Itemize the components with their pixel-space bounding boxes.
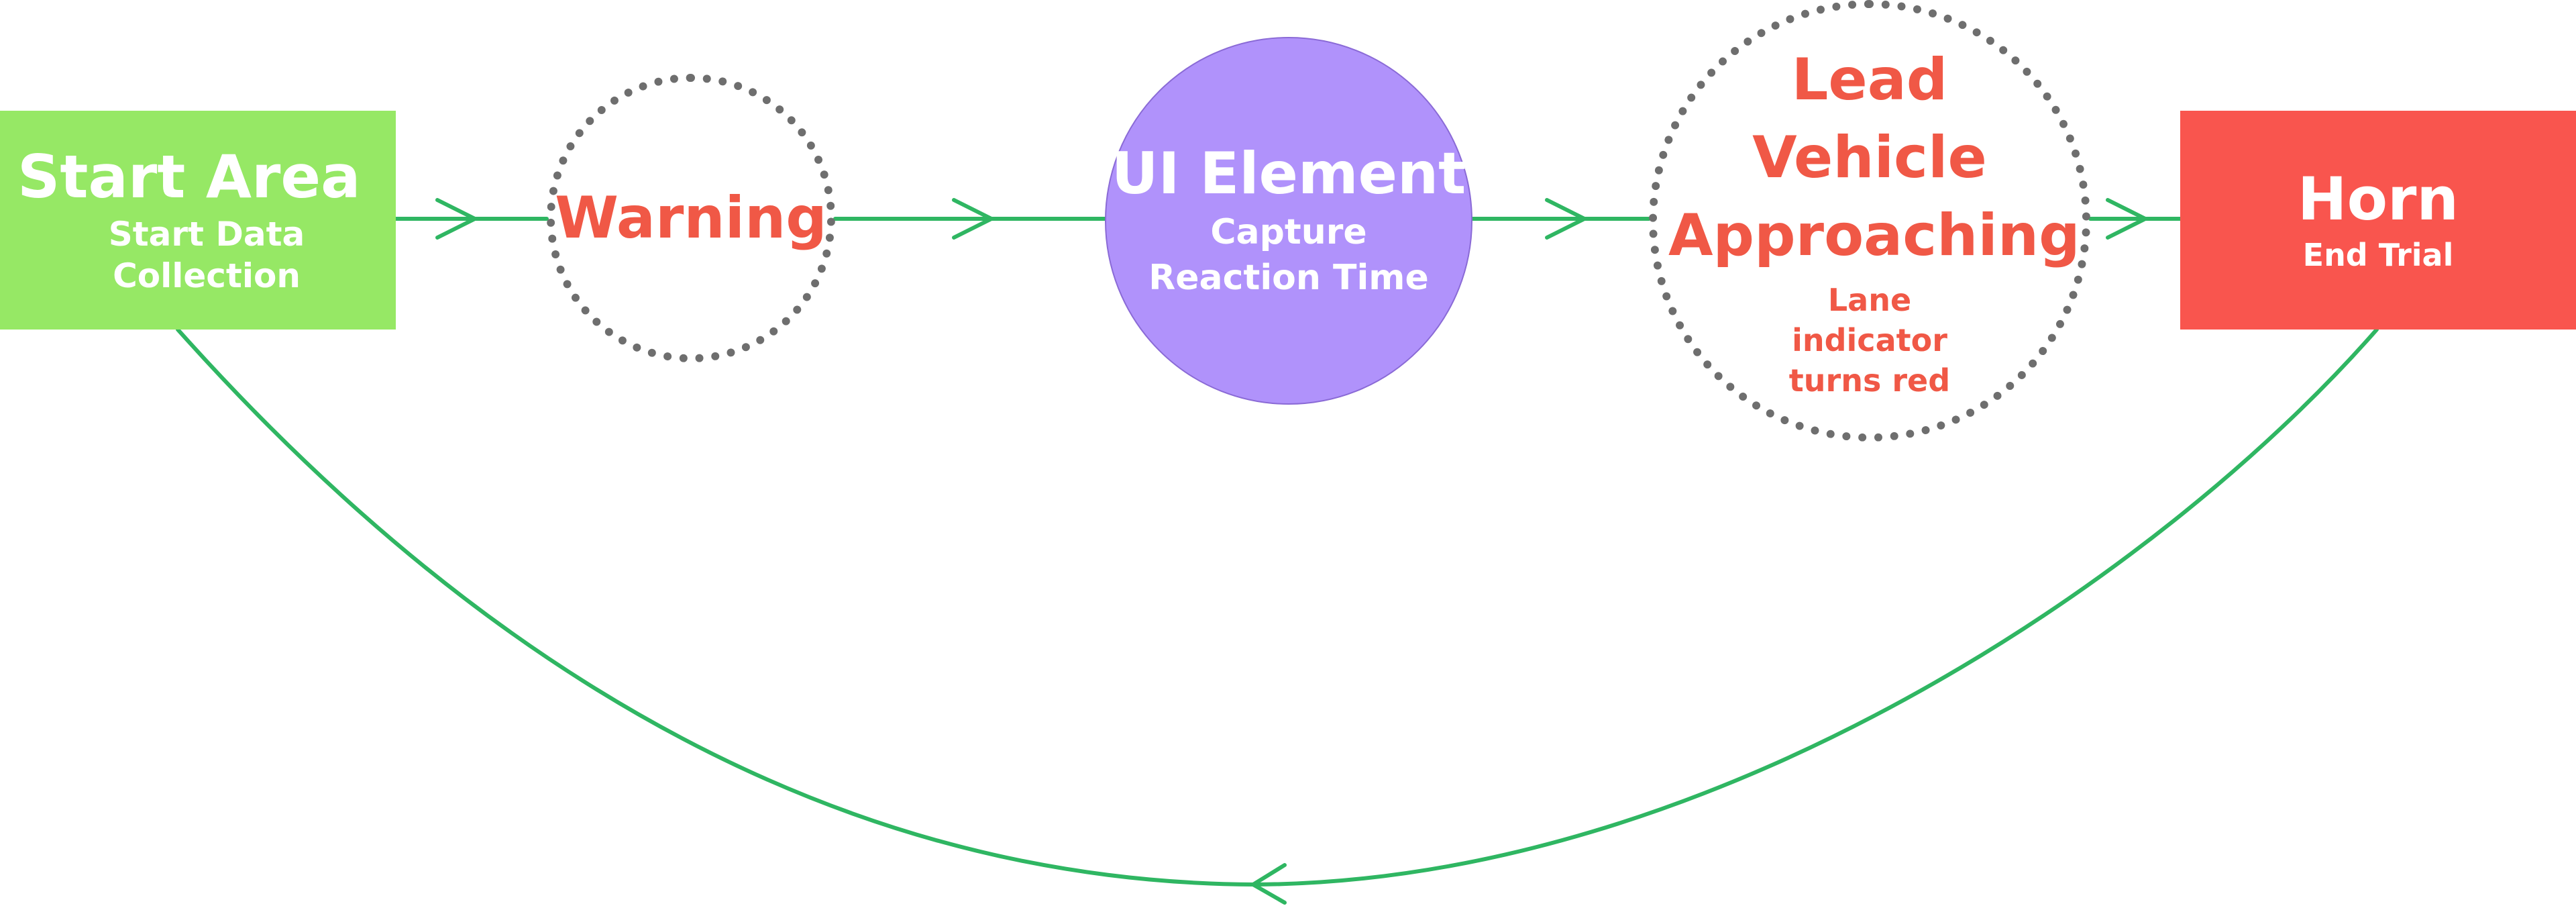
edge-horn-to-start (176, 327, 2379, 887)
node-warning: Warning (547, 74, 835, 362)
node-lead-vehicle: Lead Vehicle Approaching Lane indicator … (1649, 0, 2090, 442)
arrowhead-horn-to-start (1251, 863, 1287, 905)
node-ui-element: UI Element Capture Reaction Time (1105, 37, 1472, 405)
horn-subtitle: End Trial (2302, 237, 2454, 273)
node-horn: Horn End Trial (2180, 111, 2576, 330)
arrowhead-lead-vehicle-to-horn (2106, 198, 2147, 240)
ui-element-title: UI Element (1111, 140, 1466, 207)
arrowhead-warning-to-ui-element (952, 198, 994, 240)
start-area-title: Start Area (17, 142, 361, 211)
warning-title: Warning (555, 185, 827, 252)
ui-element-subtitle: Capture Reaction Time (1148, 212, 1429, 298)
horn-title: Horn (2297, 164, 2459, 234)
node-start-area: Start Area Start Data Collection (0, 111, 396, 330)
arrowhead-ui-element-to-lead-vehicle (1545, 198, 1587, 240)
lead-vehicle-subtitle: Lane indicator turns red (1788, 282, 1951, 399)
start-area-subtitle: Start Data Collection (108, 215, 305, 295)
lead-vehicle-title: Lead Vehicle Approaching (1668, 46, 2080, 269)
arrowhead-start-to-warning (435, 198, 477, 240)
